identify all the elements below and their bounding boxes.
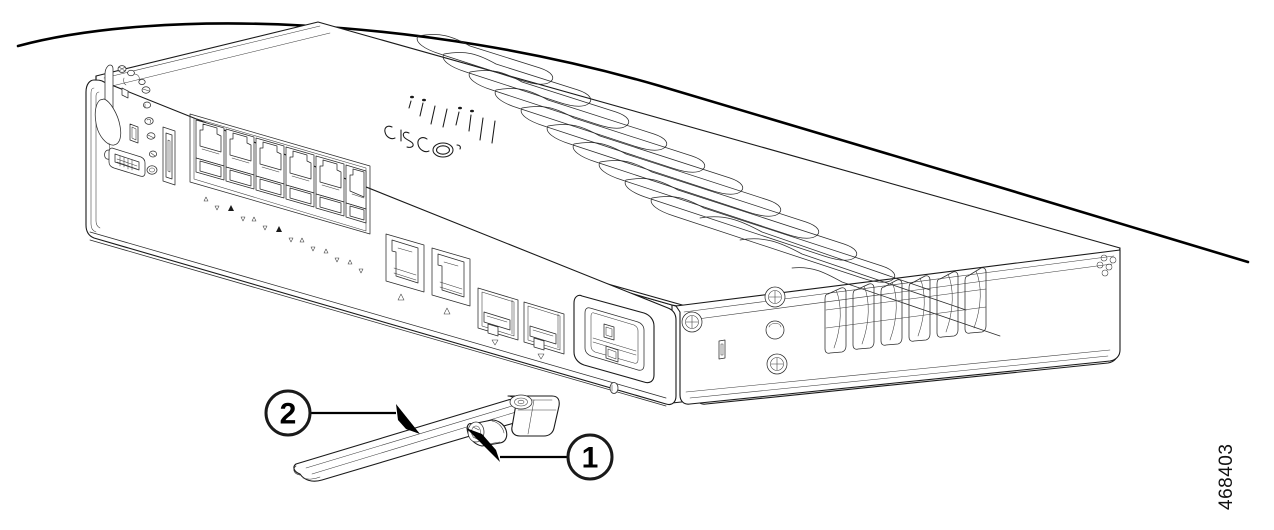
perforation-cluster	[1096, 254, 1117, 277]
status-led-column	[141, 86, 157, 158]
callout-1-arrowhead	[466, 428, 500, 462]
console-port	[108, 147, 146, 177]
figure-number: 468403	[1216, 444, 1237, 510]
sfp-slot	[523, 301, 565, 360]
iec-power-inlet	[573, 294, 655, 394]
rj45-row-bottom	[195, 157, 367, 224]
rj45-port	[345, 164, 367, 210]
rj45-port	[225, 166, 255, 190]
cisco-logo	[384, 95, 496, 158]
rj45-port	[385, 233, 425, 293]
callout-2-circle	[264, 389, 312, 437]
callout-2-label: 2	[280, 398, 297, 431]
rj45-port-array	[189, 113, 371, 274]
rj45-port	[315, 193, 345, 217]
usb-port	[162, 126, 176, 186]
callout-2: 2	[264, 389, 420, 437]
phillips-screw	[764, 286, 786, 308]
rj45-row-top	[195, 119, 367, 210]
rj45-port	[195, 119, 225, 167]
panel-micro-icons	[117, 65, 146, 99]
port-indicator-triangles	[203, 196, 364, 274]
sfp-uplink-slots	[477, 287, 565, 360]
bracket-screw-boss	[509, 394, 533, 410]
callout-1-label: 1	[582, 442, 599, 475]
ground-stud-hole	[765, 320, 785, 340]
panel-slot-port	[129, 123, 139, 144]
rj45-port	[285, 184, 315, 208]
phillips-screw	[766, 353, 788, 375]
callout-2-arrowhead	[396, 404, 420, 434]
phillips-screw	[681, 311, 703, 333]
sfp-slot	[477, 287, 519, 346]
antenna-connector	[94, 64, 122, 160]
rj45-port	[195, 157, 225, 181]
rj45-port	[255, 175, 285, 199]
management-rj45-ports	[385, 233, 471, 315]
mounting-surface-reference-curve	[16, 22, 1250, 264]
security-bracket	[293, 394, 560, 482]
reset-pinhole	[146, 165, 158, 175]
rj45-port	[225, 128, 255, 176]
faceplate-left-cluster	[94, 64, 176, 186]
callout-1: 1	[466, 428, 614, 481]
top-vent-slots	[416, 34, 1001, 337]
rj45-port	[431, 247, 471, 307]
side-vent-louvers	[824, 267, 987, 354]
figure-number-text: 468403	[1216, 444, 1237, 510]
callout-1-circle	[566, 433, 614, 481]
rj45-port	[345, 202, 367, 224]
rj45-port	[315, 155, 345, 203]
side-panel-details	[681, 254, 1117, 375]
